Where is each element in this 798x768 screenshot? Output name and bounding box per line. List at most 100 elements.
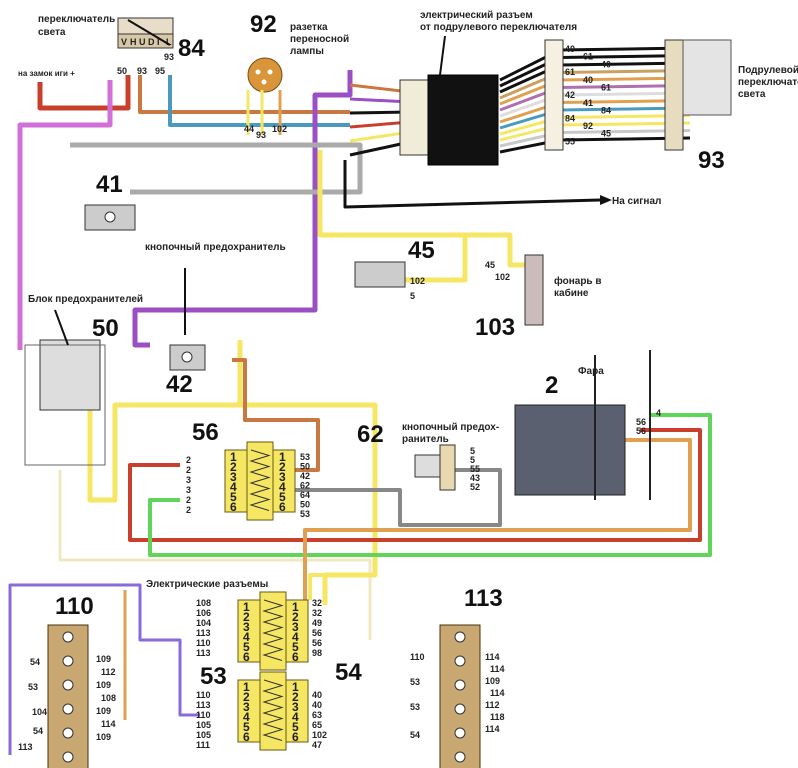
terminal-label: H bbox=[130, 37, 137, 47]
wire-number: 45 bbox=[485, 260, 495, 270]
terminal-screw bbox=[62, 703, 74, 715]
wire-number: 62 bbox=[300, 481, 310, 491]
terminal-label: V bbox=[121, 37, 127, 47]
wire-number: 44 bbox=[244, 124, 254, 134]
wire-number: 3 bbox=[186, 475, 191, 485]
pin-number: 2 bbox=[292, 690, 299, 704]
wire-number: 50 bbox=[117, 66, 127, 76]
wire-number: 52 bbox=[470, 482, 480, 492]
label: разетка bbox=[290, 22, 328, 33]
terminal-label: L bbox=[166, 37, 172, 47]
connector-54-core bbox=[259, 671, 287, 751]
pin-number: 6 bbox=[243, 650, 250, 664]
wire-number: 104 bbox=[196, 618, 211, 628]
label: фонарь в bbox=[554, 275, 602, 287]
socket-pin bbox=[261, 79, 267, 85]
wire-number: 55 bbox=[470, 464, 480, 474]
component-number-84: 84 bbox=[178, 35, 205, 62]
component-number-62: 62 bbox=[357, 421, 384, 448]
wire-number: 109 bbox=[96, 654, 111, 664]
component-number-110: 110 bbox=[55, 593, 94, 620]
wire-number: 64 bbox=[300, 490, 310, 500]
wire-ignition-red bbox=[37, 75, 131, 111]
wire-violet-110 bbox=[8, 583, 200, 755]
pin-number: 6 bbox=[230, 500, 237, 514]
label: света bbox=[38, 27, 66, 38]
wire-number: 114 bbox=[485, 652, 500, 662]
wire-number: 65 bbox=[312, 720, 322, 730]
wire-number: 106 bbox=[196, 608, 211, 618]
wire-number: 42 bbox=[300, 471, 310, 481]
wire-number: 109 bbox=[485, 676, 500, 686]
wire-number: 84 bbox=[601, 106, 611, 116]
terminal-screw bbox=[454, 631, 466, 643]
pin-number: 5 bbox=[292, 640, 299, 654]
wire-number: 61 bbox=[565, 67, 575, 77]
component-number-50: 50 bbox=[92, 315, 119, 342]
pin-number: 2 bbox=[243, 610, 250, 624]
fuse-45 bbox=[354, 261, 406, 288]
terminal-screw bbox=[454, 727, 466, 739]
wire-number: 61 bbox=[601, 83, 611, 93]
component-number-93: 93 bbox=[698, 147, 725, 174]
component-number-92: 92 bbox=[250, 11, 277, 38]
wire-number: 43 bbox=[470, 473, 480, 483]
terminal-label: D bbox=[148, 37, 155, 47]
label: кнопочный предох- bbox=[402, 422, 499, 433]
wire-number: 32 bbox=[312, 608, 322, 618]
switch-93-terminal-strip bbox=[544, 39, 564, 151]
wire-number: 111 bbox=[196, 740, 210, 750]
wire-number: 110 bbox=[196, 638, 211, 648]
wire-number: 40 bbox=[312, 690, 322, 700]
wire-number: 113 bbox=[196, 648, 211, 658]
switch-93-terminal-block bbox=[664, 39, 684, 151]
pin-number: 1 bbox=[292, 680, 299, 694]
label: переключатель bbox=[738, 77, 798, 88]
wire-number: 42 bbox=[565, 90, 575, 100]
fuse-42-button bbox=[181, 351, 193, 363]
wire-number: 84 bbox=[565, 113, 575, 123]
pin-number: 5 bbox=[292, 720, 299, 734]
label: переключатель bbox=[38, 14, 115, 25]
pin-number: 1 bbox=[279, 450, 286, 464]
pin-number: 2 bbox=[230, 460, 237, 474]
wire-number: 92 bbox=[583, 121, 593, 131]
pin-number: 1 bbox=[230, 450, 237, 464]
fuse-62-cap bbox=[414, 454, 441, 478]
wire-yellow-fuse bbox=[87, 380, 240, 503]
wire-yellow-45 bbox=[317, 150, 468, 283]
label: света bbox=[738, 89, 766, 100]
connector-housing-black bbox=[427, 74, 499, 166]
component-number-2: 2 bbox=[545, 372, 558, 399]
wire-number: 2 bbox=[186, 455, 191, 465]
wire-cream bbox=[58, 470, 372, 640]
fuse-41-button bbox=[104, 211, 116, 223]
label: лампы bbox=[290, 46, 324, 57]
wire-number: 2 bbox=[186, 495, 191, 505]
component-number-54: 54 bbox=[335, 659, 362, 686]
wire-number: 113 bbox=[196, 700, 211, 710]
wire-number: 108 bbox=[101, 693, 116, 703]
pin-number: 6 bbox=[292, 650, 299, 664]
wire-number: 49 bbox=[312, 618, 322, 628]
connector-53-right bbox=[285, 599, 309, 663]
label: переносной bbox=[290, 34, 349, 45]
terminal-screw bbox=[62, 679, 74, 691]
wire-number: 53 bbox=[300, 509, 310, 519]
pin-number: 2 bbox=[243, 690, 250, 704]
pin-number: 1 bbox=[292, 600, 299, 614]
terminal-block-113 bbox=[439, 624, 481, 768]
wire-number: 104 bbox=[32, 707, 47, 717]
label: кабине bbox=[554, 287, 589, 299]
wire-gray-62 bbox=[290, 468, 502, 527]
wire-number: 40 bbox=[601, 59, 611, 69]
wire-number: 53 bbox=[410, 702, 420, 712]
wire-number: 40 bbox=[583, 75, 593, 85]
label: Электрические разъемы bbox=[146, 579, 268, 590]
terminal-screw bbox=[454, 703, 466, 715]
wire-number: 40 bbox=[312, 700, 322, 710]
wire-number: 113 bbox=[18, 742, 33, 752]
wire-yellow-53 bbox=[308, 573, 375, 600]
label: электрический разъем bbox=[420, 10, 533, 21]
terminal-screw bbox=[62, 751, 74, 763]
